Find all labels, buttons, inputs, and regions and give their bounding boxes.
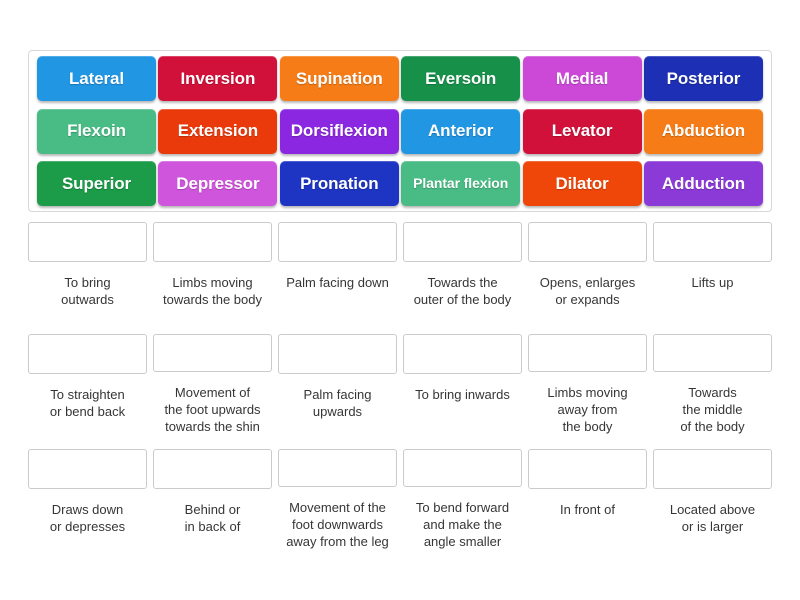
draggable-tile[interactable]: Anterior [401, 108, 521, 154]
draggable-tile[interactable]: Depressor [158, 161, 278, 206]
answer-label: In front of [560, 502, 615, 517]
answer-cell: To bend forward and make the angle small… [403, 449, 522, 550]
answer-label: Located above or is larger [669, 502, 756, 535]
draggable-tile[interactable]: Eversoin [401, 56, 521, 101]
dropzone[interactable] [28, 449, 147, 489]
tile-bank: Lateral Inversion Supination Eversoin Me… [28, 50, 772, 212]
dropzone[interactable] [528, 222, 647, 262]
answer-label: Towards the middle of the body [680, 384, 745, 434]
draggable-tile[interactable]: Extension [158, 108, 278, 154]
draggable-tile[interactable]: Inversion [158, 56, 278, 101]
dropzone[interactable] [28, 222, 147, 262]
answer-label: Opens, enlarges or expands [539, 275, 636, 308]
tile-bank-row-1: Lateral Inversion Supination Eversoin Me… [33, 56, 767, 101]
answer-row-2: To straighten or bend back Movement of t… [28, 334, 772, 435]
answer-cell: Limbs moving away from the body [528, 334, 647, 435]
answer-label: Palm facing upwards [303, 387, 372, 420]
answer-cell: Palm facing down [278, 222, 397, 320]
answer-cell: Movement of the foot upwards towards the… [153, 334, 272, 435]
answer-cell: To straighten or bend back [28, 334, 147, 435]
answer-cell: In front of [528, 449, 647, 550]
answer-label: Lifts up [691, 275, 734, 290]
answer-label: To bring inwards [415, 387, 510, 402]
answer-label: Movement of the foot upwards towards the… [164, 384, 261, 434]
draggable-tile[interactable]: Flexoin [37, 108, 156, 154]
draggable-tile[interactable]: Lateral [37, 56, 156, 101]
answer-cell: Palm facing upwards [278, 334, 397, 435]
answer-cell: Draws down or depresses [28, 449, 147, 550]
draggable-tile[interactable]: Superior [37, 161, 156, 206]
draggable-tile[interactable]: Dilator [522, 161, 642, 206]
dropzone[interactable] [403, 334, 522, 374]
dropzone[interactable] [278, 222, 397, 262]
draggable-tile[interactable]: Abduction [643, 108, 763, 154]
answer-cell: Lifts up [653, 222, 772, 320]
answer-label: Behind or in back of [184, 502, 241, 535]
answer-cell: Towards the middle of the body [653, 334, 772, 435]
answer-cell: Towards the outer of the body [403, 222, 522, 320]
answer-cell: Located above or is larger [653, 449, 772, 550]
answer-cell: To bring inwards [403, 334, 522, 435]
dropzone[interactable] [278, 334, 397, 374]
answer-label: Limbs moving away from the body [547, 384, 628, 434]
draggable-tile[interactable]: Adduction [643, 161, 763, 206]
dropzone[interactable] [153, 449, 272, 489]
dropzone[interactable] [528, 334, 647, 372]
answer-cell: Limbs moving towards the body [153, 222, 272, 320]
answer-label: Palm facing down [286, 275, 389, 290]
answer-label: Limbs moving towards the body [162, 275, 262, 308]
answer-row-1: To bring outwards Limbs moving towards t… [28, 222, 772, 320]
answer-label: To bend forward and make the angle small… [415, 499, 510, 549]
answer-row-3: Draws down or depresses Behind or in bac… [28, 449, 772, 550]
answer-label: To bring outwards [61, 275, 114, 308]
dropzone[interactable] [403, 449, 522, 487]
answer-grid: To bring outwards Limbs moving towards t… [28, 222, 772, 564]
answer-label: Draws down or depresses [49, 502, 126, 535]
dropzone[interactable] [278, 449, 397, 487]
draggable-tile[interactable]: Supination [279, 56, 399, 101]
answer-cell: Opens, enlarges or expands [528, 222, 647, 320]
answer-cell: To bring outwards [28, 222, 147, 320]
dropzone[interactable] [153, 222, 272, 262]
answer-label: Towards the outer of the body [413, 275, 512, 308]
draggable-tile[interactable]: Dorsiflexion [279, 108, 399, 154]
answer-label: To straighten or bend back [49, 387, 126, 420]
dropzone[interactable] [153, 334, 272, 372]
answer-cell: Movement of the foot downwards away from… [278, 449, 397, 550]
answer-cell: Behind or in back of [153, 449, 272, 550]
draggable-tile[interactable]: Plantar flexion [401, 161, 521, 206]
answer-label: Movement of the foot downwards away from… [286, 499, 389, 549]
tile-bank-row-2: Flexoin Extension Dorsiflexion Anterior … [33, 108, 767, 154]
tile-bank-row-3: Superior Depressor Pronation Plantar fle… [33, 161, 767, 206]
draggable-tile[interactable]: Posterior [643, 56, 763, 101]
dropzone[interactable] [653, 449, 772, 489]
dropzone[interactable] [528, 449, 647, 489]
dropzone[interactable] [28, 334, 147, 374]
draggable-tile[interactable]: Levator [522, 108, 642, 154]
draggable-tile[interactable]: Pronation [279, 161, 399, 206]
draggable-tile[interactable]: Medial [522, 56, 642, 101]
dropzone[interactable] [403, 222, 522, 262]
dropzone[interactable] [653, 222, 772, 262]
dropzone[interactable] [653, 334, 772, 372]
